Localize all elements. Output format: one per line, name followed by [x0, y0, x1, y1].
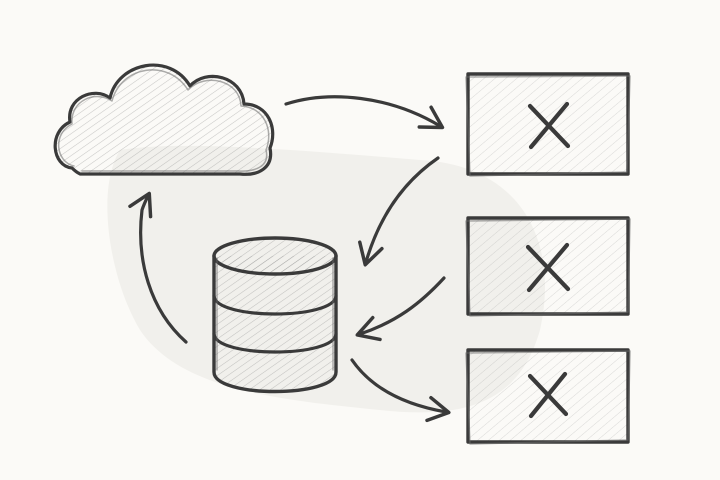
failed-box-2 [465, 216, 631, 317]
arrow-database-to-cloud [128, 191, 188, 344]
x-icon [527, 101, 571, 150]
arrow-database-to-box3 [350, 358, 451, 423]
arrow-box2-to-database [355, 276, 446, 342]
x-icon [525, 242, 571, 293]
arrow-box1-to-database [358, 156, 440, 267]
failed-box-3 [465, 348, 631, 445]
x-icon [527, 371, 569, 419]
cloud-icon [53, 63, 275, 176]
database-icon [212, 236, 338, 394]
arrow-cloud-to-box1 [284, 95, 445, 130]
failed-box-1 [465, 72, 631, 177]
